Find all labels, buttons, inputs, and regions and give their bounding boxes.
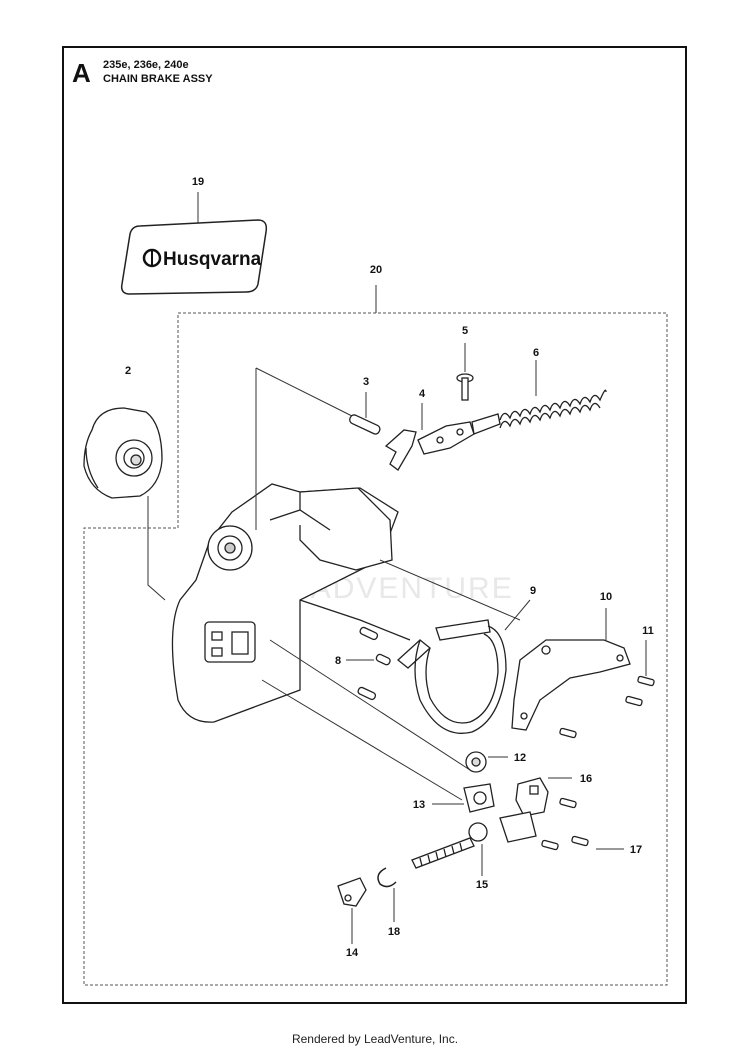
callout-15: 15 [476, 879, 488, 891]
callout-8: 8 [335, 655, 341, 667]
callout-3: 3 [363, 376, 369, 388]
leader-to-pin [255, 367, 361, 421]
leader-9 [504, 599, 531, 631]
part-2-cover [83, 407, 163, 499]
part-12-gear [465, 751, 487, 773]
callout-11: 11 [642, 625, 654, 637]
callout-18: 18 [388, 926, 400, 938]
part-13-gear-assy [463, 783, 495, 813]
callout-5: 5 [462, 325, 468, 337]
part-9-brake-band [396, 619, 507, 734]
leader-2-line [147, 496, 166, 601]
leader-housing-right [379, 559, 521, 621]
callout-19: 19 [192, 176, 204, 188]
diagram-frame [62, 46, 687, 1004]
pin-a [359, 626, 379, 641]
chain-brake-housing [171, 483, 411, 723]
callout-20: 20 [370, 264, 382, 276]
decal-brand-text: Husqvarna [163, 249, 262, 270]
callout-13: 13 [413, 799, 425, 811]
part-16-bracket [499, 777, 549, 843]
callout-4: 4 [419, 388, 426, 400]
leader-to-13 [261, 679, 463, 801]
husqvarna-decal: Husqvarna [120, 219, 268, 295]
section-letter: A [72, 58, 91, 88]
part-4-link [417, 413, 501, 455]
part-4-lever [384, 429, 417, 471]
part-10-plate [511, 639, 631, 731]
assembly-title: CHAIN BRAKE ASSY [103, 73, 213, 85]
callout-12: 12 [514, 752, 526, 764]
callout-14: 14 [346, 947, 359, 959]
part-3-pin [349, 414, 381, 435]
pin-b [357, 686, 377, 701]
part-14-nut [337, 877, 367, 907]
callout-16: 16 [580, 773, 592, 785]
footer-credit: Rendered by LeadVenture, Inc. [291, 1032, 459, 1046]
part-15-adjuster [411, 822, 488, 869]
model-list: 235e, 236e, 240e [103, 59, 189, 71]
leader-to-12 [269, 639, 471, 771]
group-20-boundary [83, 312, 668, 986]
part-11-screws [559, 675, 655, 739]
callout-6: 6 [533, 347, 539, 359]
part-18-clip [377, 867, 397, 888]
part-8-pin [375, 653, 391, 666]
part-17-screws [541, 835, 589, 851]
screw-16 [559, 797, 577, 809]
part-6-spring [499, 389, 607, 429]
callout-10: 10 [600, 591, 612, 603]
callout-9: 9 [530, 585, 536, 597]
callout-2: 2 [125, 365, 131, 377]
part-5-screw [456, 373, 474, 401]
callout-17: 17 [630, 844, 642, 856]
